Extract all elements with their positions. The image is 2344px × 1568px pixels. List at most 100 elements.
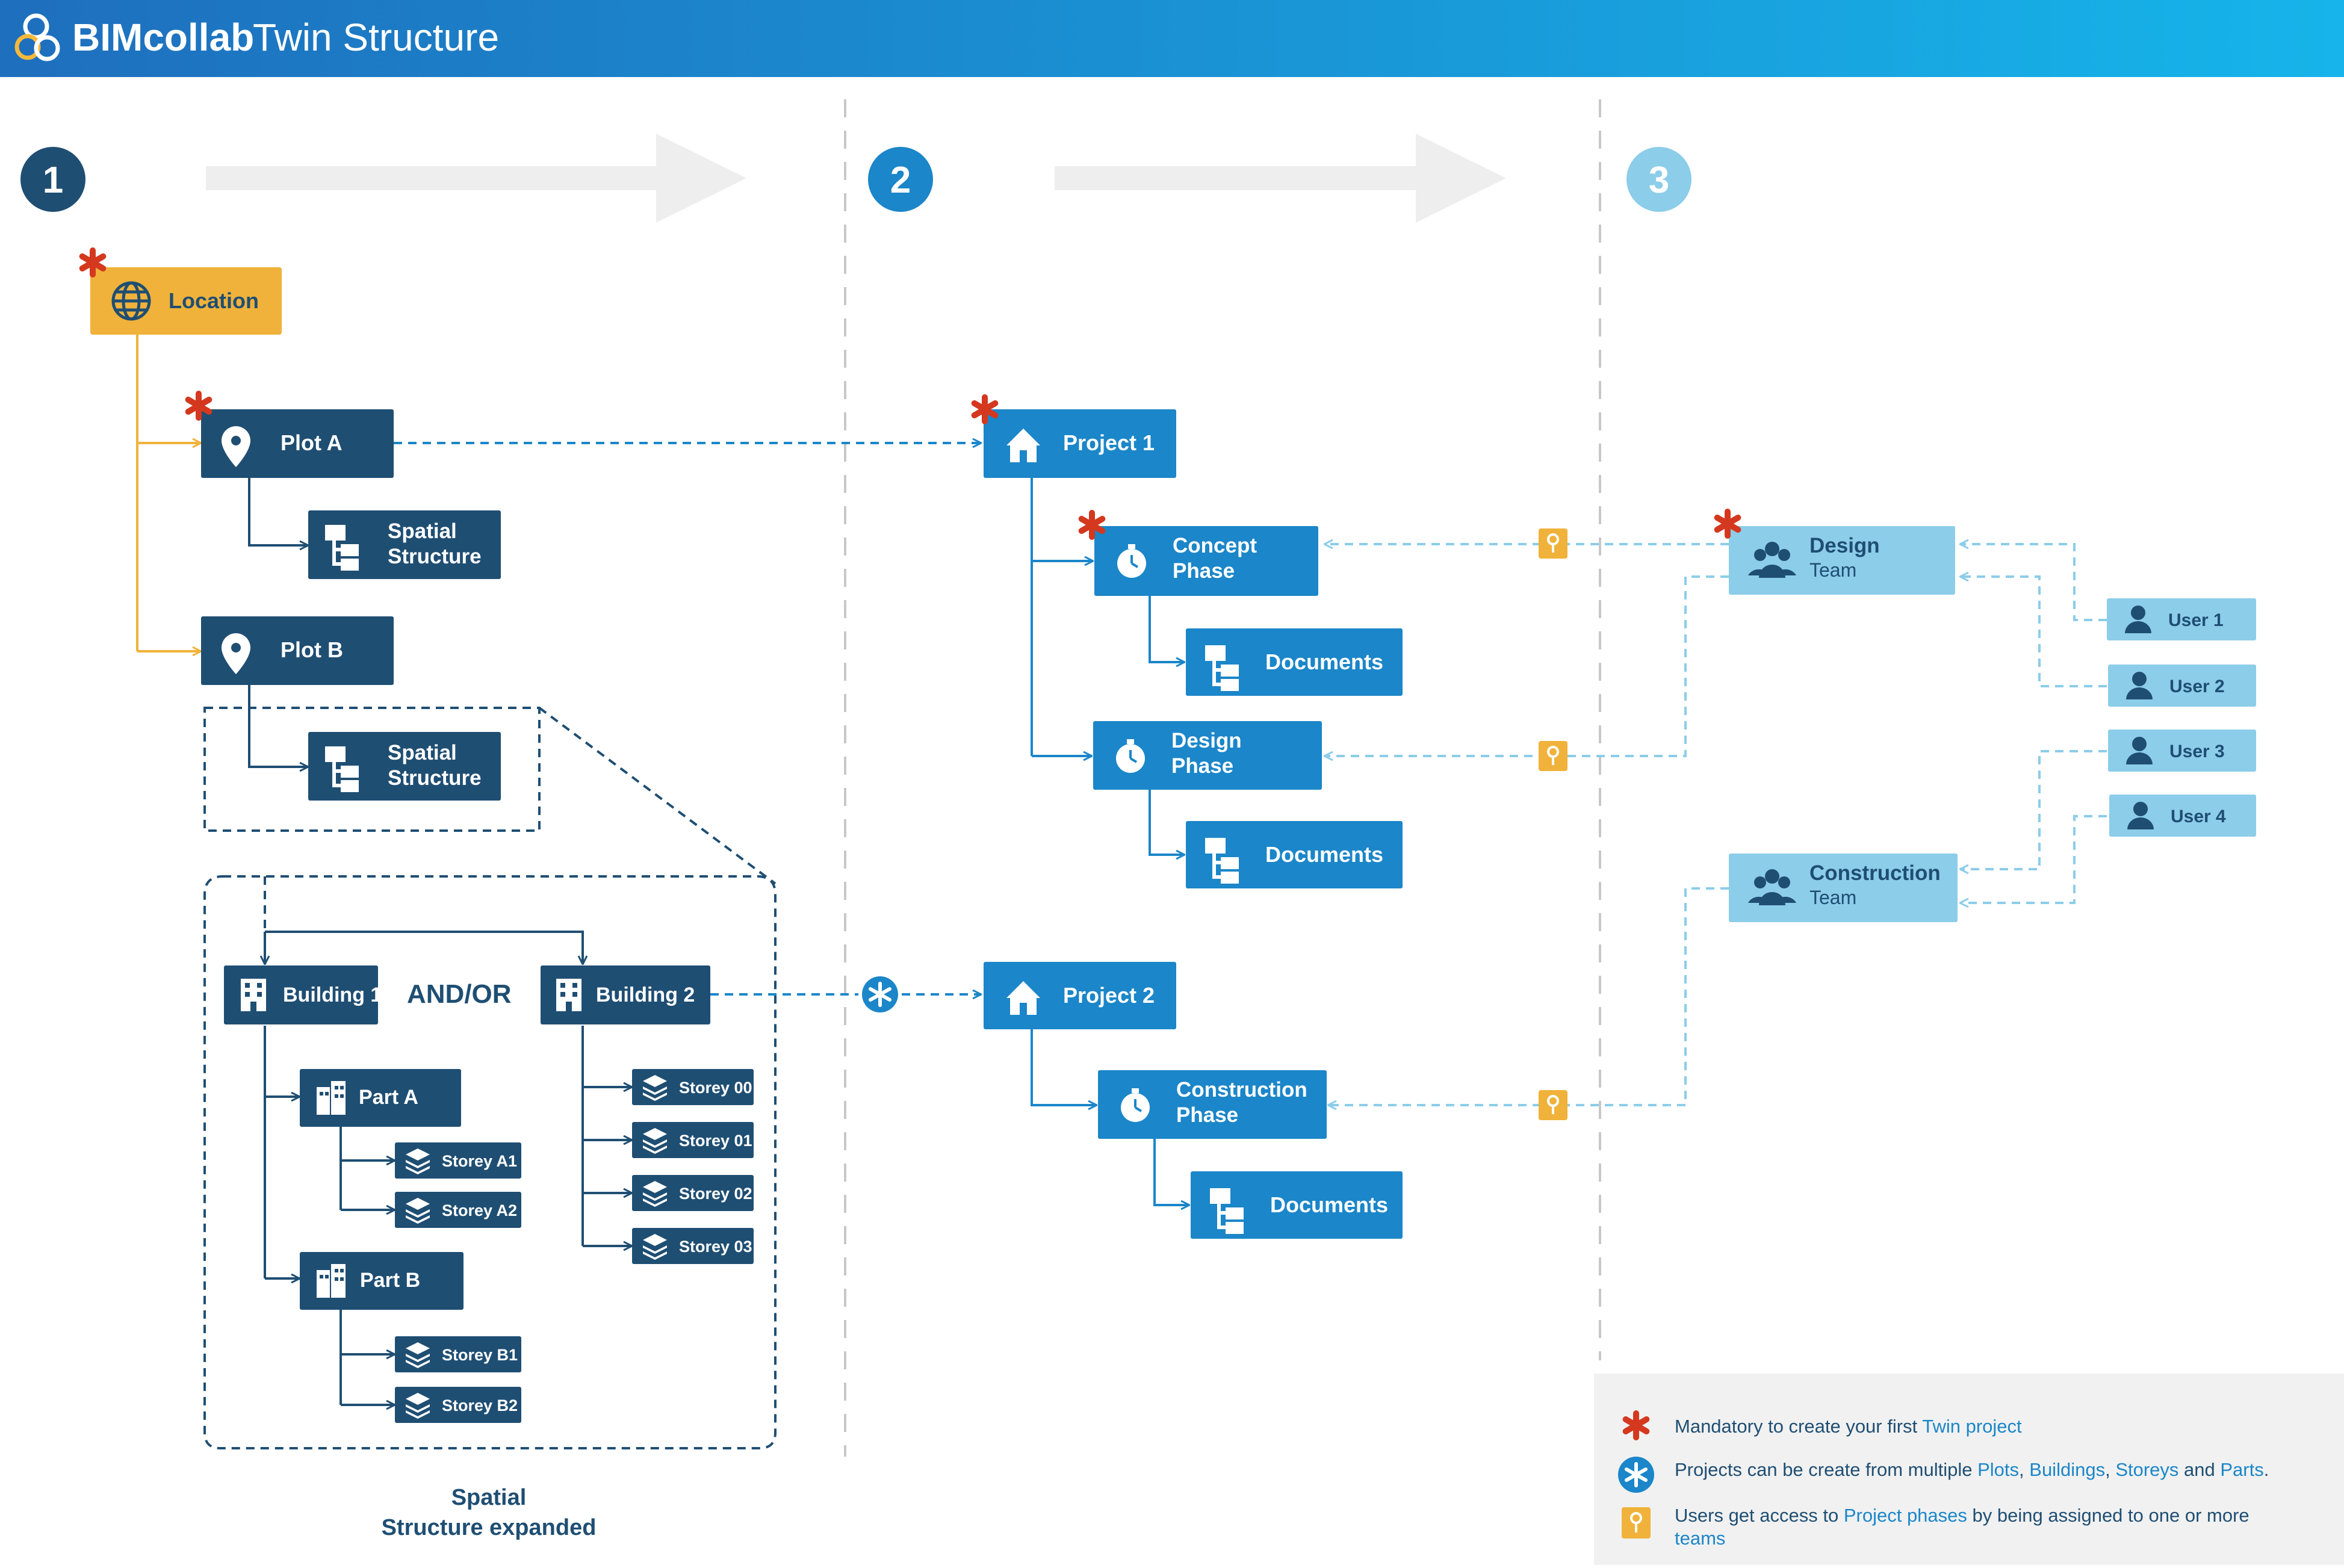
legend-text: Users get access to xyxy=(1675,1505,1844,1526)
plot-b-node[interactable]: Plot B xyxy=(201,616,394,685)
design-team-node[interactable]: Design Team xyxy=(1729,526,1955,595)
legend-link[interactable]: Project phases xyxy=(1844,1505,1967,1526)
building-1-label: Building 1 xyxy=(283,984,382,1006)
plot-a-node[interactable]: Plot A xyxy=(201,409,394,478)
step-1-circle xyxy=(20,147,85,212)
hierarchy-icon xyxy=(1205,838,1239,884)
globe-icon xyxy=(111,281,151,321)
storey-node[interactable]: Storey 00 xyxy=(632,1069,754,1105)
construction-phase-node[interactable]: Construction Phase xyxy=(1098,1070,1327,1139)
legend-link[interactable]: teams xyxy=(1675,1528,1725,1549)
hierarchy-icon xyxy=(325,525,359,571)
layers-icon xyxy=(406,1393,430,1419)
stopwatch-icon xyxy=(1121,1088,1150,1122)
building-icon xyxy=(241,979,266,1011)
design-phase-node[interactable]: Design Phase xyxy=(1093,721,1322,790)
storey-label: Storey A2 xyxy=(442,1201,517,1219)
user-node[interactable]: User 3 xyxy=(2108,730,2256,772)
blue-asterisk-icon xyxy=(1618,1457,1654,1493)
legend-link[interactable]: Parts xyxy=(2220,1459,2263,1480)
step-arrow xyxy=(206,134,746,223)
spatial-expand-outline xyxy=(203,707,777,1449)
project-1-node[interactable]: Project 1 xyxy=(984,409,1176,478)
storey-node[interactable]: Storey 02 xyxy=(632,1175,754,1211)
project-2-node[interactable]: Project 2 xyxy=(984,962,1176,1029)
storey-node[interactable]: Storey B1 xyxy=(395,1336,521,1372)
layers-icon xyxy=(643,1181,667,1207)
storey-node[interactable]: Storey 01 xyxy=(632,1122,754,1158)
key-icon xyxy=(1539,528,1567,559)
user-icon xyxy=(2125,606,2151,633)
step-1-number: 1 xyxy=(43,160,63,201)
design-phase-label: Phase xyxy=(1171,754,1233,778)
user-label: User 4 xyxy=(2171,807,2226,826)
spatial-expanded-caption: Spatial xyxy=(451,1485,527,1510)
user-node[interactable]: User 1 xyxy=(2107,598,2256,640)
construction-team-node[interactable]: Construction Team xyxy=(1729,854,1958,922)
hierarchy-icon xyxy=(1205,645,1239,691)
documents-node[interactable]: Documents xyxy=(1191,1171,1403,1239)
documents-node[interactable]: Documents xyxy=(1186,628,1403,696)
storey-node[interactable]: Storey B2 xyxy=(395,1387,521,1423)
legend-text: Projects can be create from multiple xyxy=(1675,1459,1977,1480)
documents-node[interactable]: Documents xyxy=(1186,821,1403,888)
red-asterisk-icon xyxy=(971,394,999,424)
spatial-structure-b-node[interactable]: Spatial Structure xyxy=(308,732,501,801)
red-asterisk-icon xyxy=(1714,509,1741,539)
building-2-node[interactable]: Building 2 xyxy=(541,965,710,1024)
legend-link[interactable]: Buildings xyxy=(2029,1459,2105,1480)
red-asterisk-icon xyxy=(1622,1410,1650,1440)
brand-name: BIMcollab xyxy=(72,16,254,59)
user-label: User 2 xyxy=(2169,677,2225,696)
key-icon xyxy=(1539,741,1567,771)
storey-label: Storey 02 xyxy=(679,1185,752,1203)
concept-phase-node[interactable]: Concept Phase xyxy=(1094,526,1318,596)
documents-label: Documents xyxy=(1265,649,1383,674)
layers-icon xyxy=(643,1075,667,1101)
project-1-label: Project 1 xyxy=(1063,430,1155,455)
header-subtitle: Twin Structure xyxy=(253,16,499,59)
header-bar xyxy=(0,0,2344,77)
user-node[interactable]: User 2 xyxy=(2108,665,2256,707)
storey-node[interactable]: Storey A1 xyxy=(395,1142,521,1179)
construction-team-label: Team xyxy=(1809,887,1856,908)
legend-link[interactable]: Storeys xyxy=(2115,1459,2178,1480)
house-icon xyxy=(1006,981,1040,1015)
map-pin-icon xyxy=(222,426,250,467)
legend-link[interactable]: Twin project xyxy=(1922,1416,2022,1437)
step-3-number: 3 xyxy=(1649,160,1669,201)
design-phase-label: Design xyxy=(1171,729,1242,752)
layers-icon xyxy=(643,1128,667,1154)
spatial-structure-a-node[interactable]: Spatial Structure xyxy=(308,510,501,579)
concept-phase-label: Concept xyxy=(1173,534,1257,557)
legend-link[interactable]: Plots xyxy=(1977,1459,2019,1480)
building-parts-icon xyxy=(317,1264,346,1298)
storey-label: Storey 01 xyxy=(679,1132,752,1150)
step-3-circle xyxy=(1626,147,1691,212)
location-label: Location xyxy=(169,288,259,313)
storey-node[interactable]: Storey A2 xyxy=(395,1192,521,1228)
legend-text: by being assigned to one or more xyxy=(1967,1505,2249,1526)
user-node[interactable]: User 4 xyxy=(2109,795,2256,837)
legend-text: and xyxy=(2178,1459,2220,1480)
plot-b-label: Plot B xyxy=(281,637,343,662)
part-a-node[interactable]: Part A xyxy=(300,1069,461,1127)
storey-node[interactable]: Storey 03 xyxy=(632,1228,754,1264)
part-b-label: Part B xyxy=(360,1269,420,1292)
team-icon xyxy=(1748,542,1796,578)
blue-asterisk-badge xyxy=(862,976,898,1012)
storey-label: Storey 03 xyxy=(679,1238,752,1256)
documents-label: Documents xyxy=(1270,1192,1388,1217)
legend-item-multiple-sources: Projects can be create from multiple Plo… xyxy=(1675,1459,2269,1480)
location-node[interactable]: Location xyxy=(90,267,282,335)
user-label: User 3 xyxy=(2169,742,2225,761)
hierarchy-icon xyxy=(1210,1188,1244,1234)
construction-team-label: Construction xyxy=(1809,861,1941,885)
building-parts-icon xyxy=(317,1081,346,1115)
part-b-node[interactable]: Part B xyxy=(300,1252,464,1310)
team-icon xyxy=(1748,869,1796,905)
building-1-node[interactable]: Building 1 xyxy=(224,965,382,1024)
user-icon xyxy=(2127,802,2154,829)
legend-text: Mandatory to create your first xyxy=(1675,1416,1922,1437)
